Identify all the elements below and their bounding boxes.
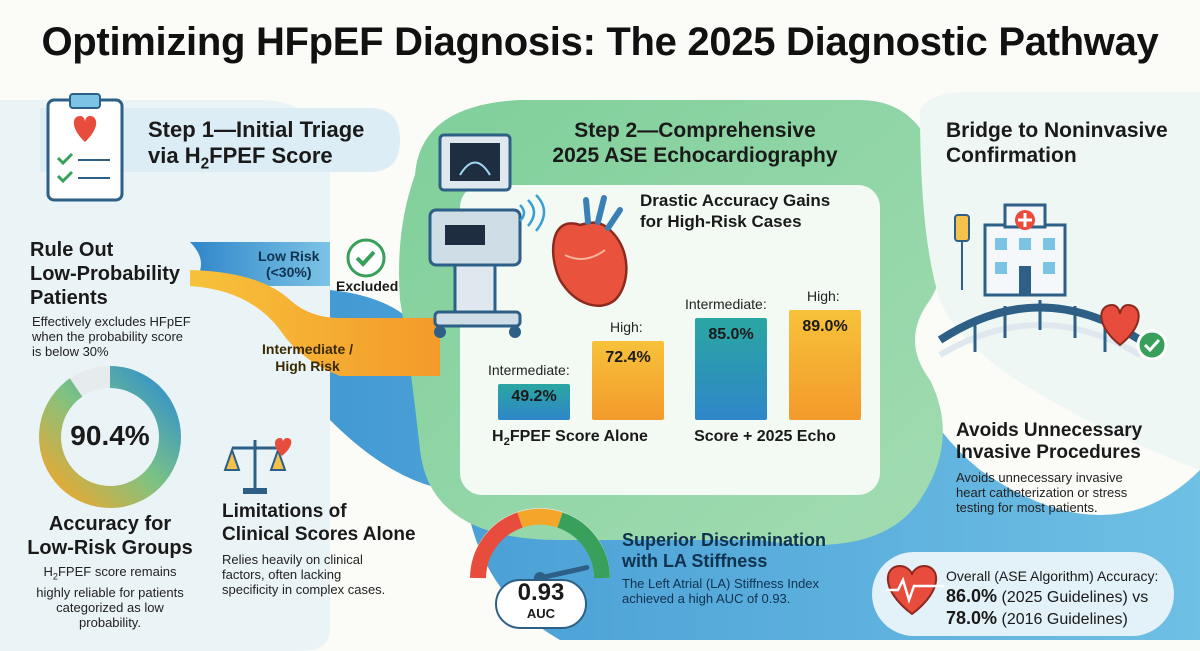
bridge-title: Bridge to Noninvasive Confirmation: [946, 119, 1168, 167]
value-label-85-0: 85.0%: [708, 325, 754, 343]
category-label-score-alone: H2FPEF Score Alone: [492, 428, 648, 449]
hospital-bridge-icon: [937, 203, 1168, 361]
rule-out-title: Rule Out Low-Probability Patients: [30, 239, 180, 309]
value-label-89-0: 89.0%: [802, 318, 848, 336]
low-risk-accuracy-text: H2FPEF score remains highly reliable for…: [36, 564, 184, 630]
avoids-title: Avoids Unnecessary Invasive Procedures: [956, 420, 1143, 463]
rule-out-text: Effectively excludes HFpEF when the prob…: [32, 314, 191, 359]
overall-2016-value: 78.0%: [946, 608, 998, 628]
heart-icon: [551, 195, 628, 307]
auc-unit: AUC: [526, 606, 556, 621]
low-risk-label: Low Risk (<30%): [258, 248, 320, 280]
overall-2025-value: 86.0%: [946, 586, 998, 606]
auc-gauge: [470, 508, 610, 629]
avoids-text: Avoids unnecessary invasive heart cathet…: [956, 470, 1128, 515]
bar-score-echo-intermediate: [695, 317, 767, 420]
ultrasound-machine-icon: [428, 133, 546, 338]
series-label-high-2: High:: [807, 288, 840, 305]
auc-title: Superior Discrimination with LA Stiffnes…: [622, 530, 827, 571]
page-title: Optimizing HFpEF Diagnosis: The 2025 Dia…: [41, 20, 1159, 64]
auc-text: The Left Atrial (LA) Stiffness Index ach…: [622, 576, 820, 606]
accuracy-ring: [39, 366, 181, 508]
step1-title: Step 1—Initial Triage via H2FPEF Score: [148, 117, 364, 177]
limitations-title: Limitations of Clinical Scores Alone: [222, 501, 416, 545]
bar-score-echo-high: [789, 310, 861, 420]
limitations-text: Relies heavily on clinical factors, ofte…: [222, 552, 386, 597]
excluded-label: Excluded: [336, 278, 399, 294]
step1-title-line1: Step 1—Initial Triage: [148, 117, 365, 142]
series-label-intermediate-1: Intermediate:: [488, 362, 570, 379]
intermediate-high-label: Intermediate / High Risk: [262, 341, 354, 374]
category-label-score-echo: Score + 2025 Echo: [694, 428, 836, 445]
series-label-high-1: High:: [610, 319, 643, 336]
step2-title: Step 2—Comprehensive 2025 ASE Echocardio…: [552, 119, 838, 167]
chart-title: Drastic Accuracy Gains for High-Risk Cas…: [640, 191, 831, 231]
clipboard-heart-icon: [46, 93, 124, 202]
scale-heart-icon: [223, 438, 292, 494]
heart-pulse-icon: [886, 564, 944, 616]
series-label-intermediate-2: Intermediate:: [685, 295, 767, 312]
low-risk-accuracy-title: Accuracy for Low-Risk Groups: [27, 513, 193, 559]
value-label-49-2: 49.2%: [511, 388, 557, 406]
auc-value: 0.93: [517, 579, 565, 606]
bar-score-alone-intermediate: [498, 384, 570, 420]
check-circle-icon: [346, 238, 386, 278]
bar-score-alone-high: [592, 341, 664, 420]
low-risk-accuracy-value: 90.4%: [70, 420, 150, 451]
overall-accuracy: Overall (ASE Algorithm) Accuracy: 86.0% …: [946, 568, 1159, 628]
overall-accuracy-label: Overall (ASE Algorithm) Accuracy:: [946, 568, 1159, 584]
accuracy-bar-chart: Intermediate: High: Intermediate: High: …: [470, 250, 870, 460]
value-label-72-4: 72.4%: [605, 349, 651, 367]
step1-title-line2: via H2FPEF Score: [148, 143, 333, 173]
